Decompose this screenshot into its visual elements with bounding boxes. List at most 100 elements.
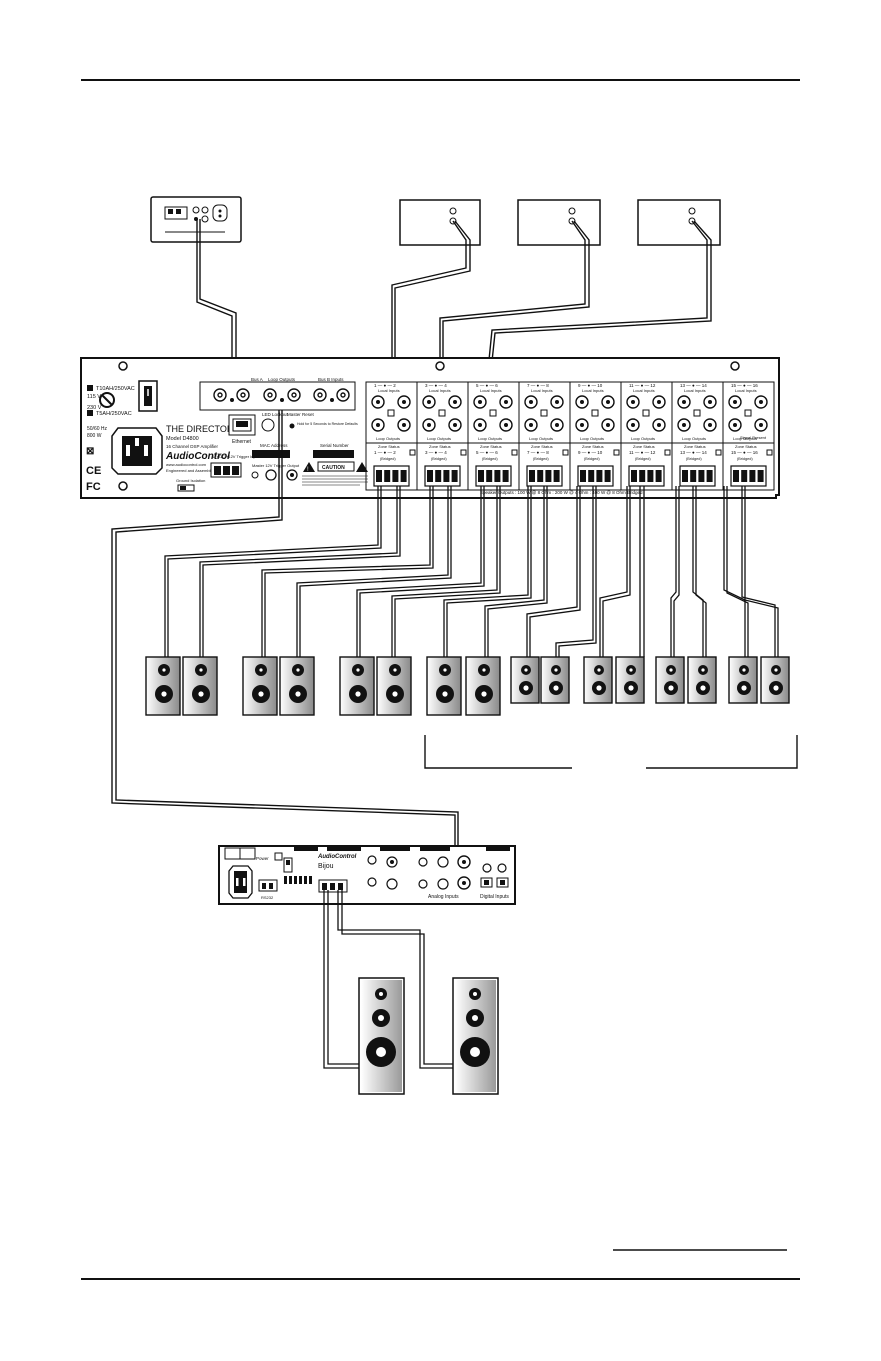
rca-jack[interactable]: [422, 418, 436, 432]
bijou-rs232-label: RS232: [261, 895, 274, 900]
rca-jack[interactable]: [601, 418, 615, 432]
serial-number-plate: [313, 450, 354, 458]
loop-outputs-label: Loop Outputs: [631, 436, 655, 441]
rca-jack[interactable]: [677, 395, 691, 409]
rca-jack[interactable]: [652, 395, 666, 409]
rca-jack[interactable]: [524, 418, 538, 432]
speaker-terminal[interactable]: [475, 465, 512, 487]
zone-pair-label: 15 — ● — 16: [731, 450, 758, 455]
speaker: [182, 656, 218, 716]
weee-icon: ⊠: [86, 446, 94, 457]
rca-jack[interactable]: [397, 395, 411, 409]
rca-jack[interactable]: [550, 395, 564, 409]
master-reset-label: Master Reset: [287, 412, 315, 417]
speaker-terminal[interactable]: [730, 465, 767, 487]
source-cables: [196, 219, 712, 400]
rca-jack[interactable]: [652, 418, 666, 432]
zone-brackets: [424, 735, 798, 769]
rca-jack[interactable]: [703, 395, 717, 409]
bijou-amplifier: Power RS232 AudioControl Bijou: [218, 845, 516, 905]
zone-pair-label: 11 — ● — 12: [629, 383, 656, 388]
rca-jack[interactable]: [499, 395, 513, 409]
speaker-terminal[interactable]: [373, 465, 410, 487]
speaker: [687, 656, 717, 704]
rca-jack[interactable]: [524, 395, 538, 409]
rca-jack[interactable]: [677, 418, 691, 432]
speaker-terminal[interactable]: [628, 465, 665, 487]
rca-jack[interactable]: [626, 395, 640, 409]
rca-jack[interactable]: [422, 395, 436, 409]
bus-cable-to-bijou: [111, 410, 459, 860]
rca-jack[interactable]: [601, 395, 615, 409]
local-inputs-label: Local Inputs: [429, 388, 451, 393]
speaker-cables: [164, 486, 779, 657]
local-inputs-label: Local Inputs: [735, 388, 757, 393]
rca-jack[interactable]: [371, 395, 385, 409]
rca-jack[interactable]: [448, 418, 462, 432]
bridged-label: (Bridged): [482, 457, 498, 461]
zone-pair-label: 9 — ● — 10: [578, 450, 603, 455]
rca-jack[interactable]: [575, 395, 589, 409]
director-brand-logo: AudioControl: [165, 451, 230, 462]
rca-jack[interactable]: [626, 418, 640, 432]
source-box-3: [637, 199, 721, 246]
fuse-top-label: T10AH/250VAC: [96, 386, 135, 392]
ethernet-label: Ethernet: [232, 439, 252, 445]
speaker: [583, 656, 613, 704]
zone-status-label: Zone Status: [378, 444, 400, 449]
power-spec-2: 800 W: [87, 433, 102, 439]
rca-jack[interactable]: [499, 418, 513, 432]
rca-jack[interactable]: [448, 395, 462, 409]
director-title: THE DIRECTOR®: [166, 424, 240, 434]
caution-label: CAUTION: [322, 465, 345, 471]
bridged-label: (Bridged): [686, 457, 702, 461]
zone-pair-label: 13 — ● — 14: [680, 383, 707, 388]
voltage-115-label: 115 V: [87, 394, 101, 400]
rca-jack[interactable]: [575, 418, 589, 432]
speaker-terminal[interactable]: [679, 465, 716, 487]
bijou-brand-logo: AudioControl: [317, 854, 357, 860]
zone-status-label: Zone Status: [429, 444, 451, 449]
zone-status-label: Zone Status: [582, 444, 604, 449]
bus-b-label: Bus B Inputs: [318, 377, 344, 382]
speaker: [510, 656, 540, 704]
voltage-selector-icon[interactable]: [99, 392, 115, 408]
speaker: [145, 656, 181, 716]
loop-outputs-label: Loop Outputs: [580, 436, 604, 441]
loop-outputs-label: Loop Outputs: [682, 436, 706, 441]
speaker: [655, 656, 685, 704]
rca-jack[interactable]: [550, 418, 564, 432]
local-inputs-label: Local Inputs: [582, 388, 604, 393]
bridged-label: (Bridged): [635, 457, 651, 461]
bridged-label: (Bridged): [584, 457, 600, 461]
speaker: [376, 656, 412, 716]
rca-jack[interactable]: [473, 418, 487, 432]
loop-outputs-label: Loop Outputs: [529, 436, 553, 441]
rca-jack[interactable]: [703, 418, 717, 432]
bridged-label: (Bridged): [431, 457, 447, 461]
rca-jack[interactable]: [728, 418, 742, 432]
bus-a-label: Bus A: [251, 377, 263, 382]
speaker: [339, 656, 375, 716]
rca-jack[interactable]: [754, 395, 768, 409]
speaker: [728, 656, 758, 704]
trigger-input-label: 12VDC +12V Trigger Input: [212, 454, 260, 459]
speaker: [465, 656, 501, 716]
signal-present-label: Signal Present: [740, 435, 767, 440]
rca-jack[interactable]: [728, 395, 742, 409]
bijou-digital-inputs-label: Digital Inputs: [480, 894, 509, 900]
svg-text:!: !: [307, 467, 309, 473]
zone-pair-label: 7 — ● — 8: [527, 383, 549, 388]
rca-jack[interactable]: [397, 418, 411, 432]
led-lockout-label: LED Lockout: [262, 412, 289, 417]
speaker-terminal[interactable]: [424, 465, 461, 487]
zone-pair-label: 15 — ● — 16: [731, 383, 758, 388]
rca-jack[interactable]: [754, 418, 768, 432]
led-lockout-button[interactable]: [261, 418, 275, 432]
zone-pair-label: 5 — ● — 6: [476, 383, 498, 388]
rca-jack[interactable]: [371, 418, 385, 432]
rca-jack[interactable]: [473, 395, 487, 409]
master-reset-button[interactable]: [289, 423, 295, 429]
bridged-label: (Bridged): [533, 457, 549, 461]
